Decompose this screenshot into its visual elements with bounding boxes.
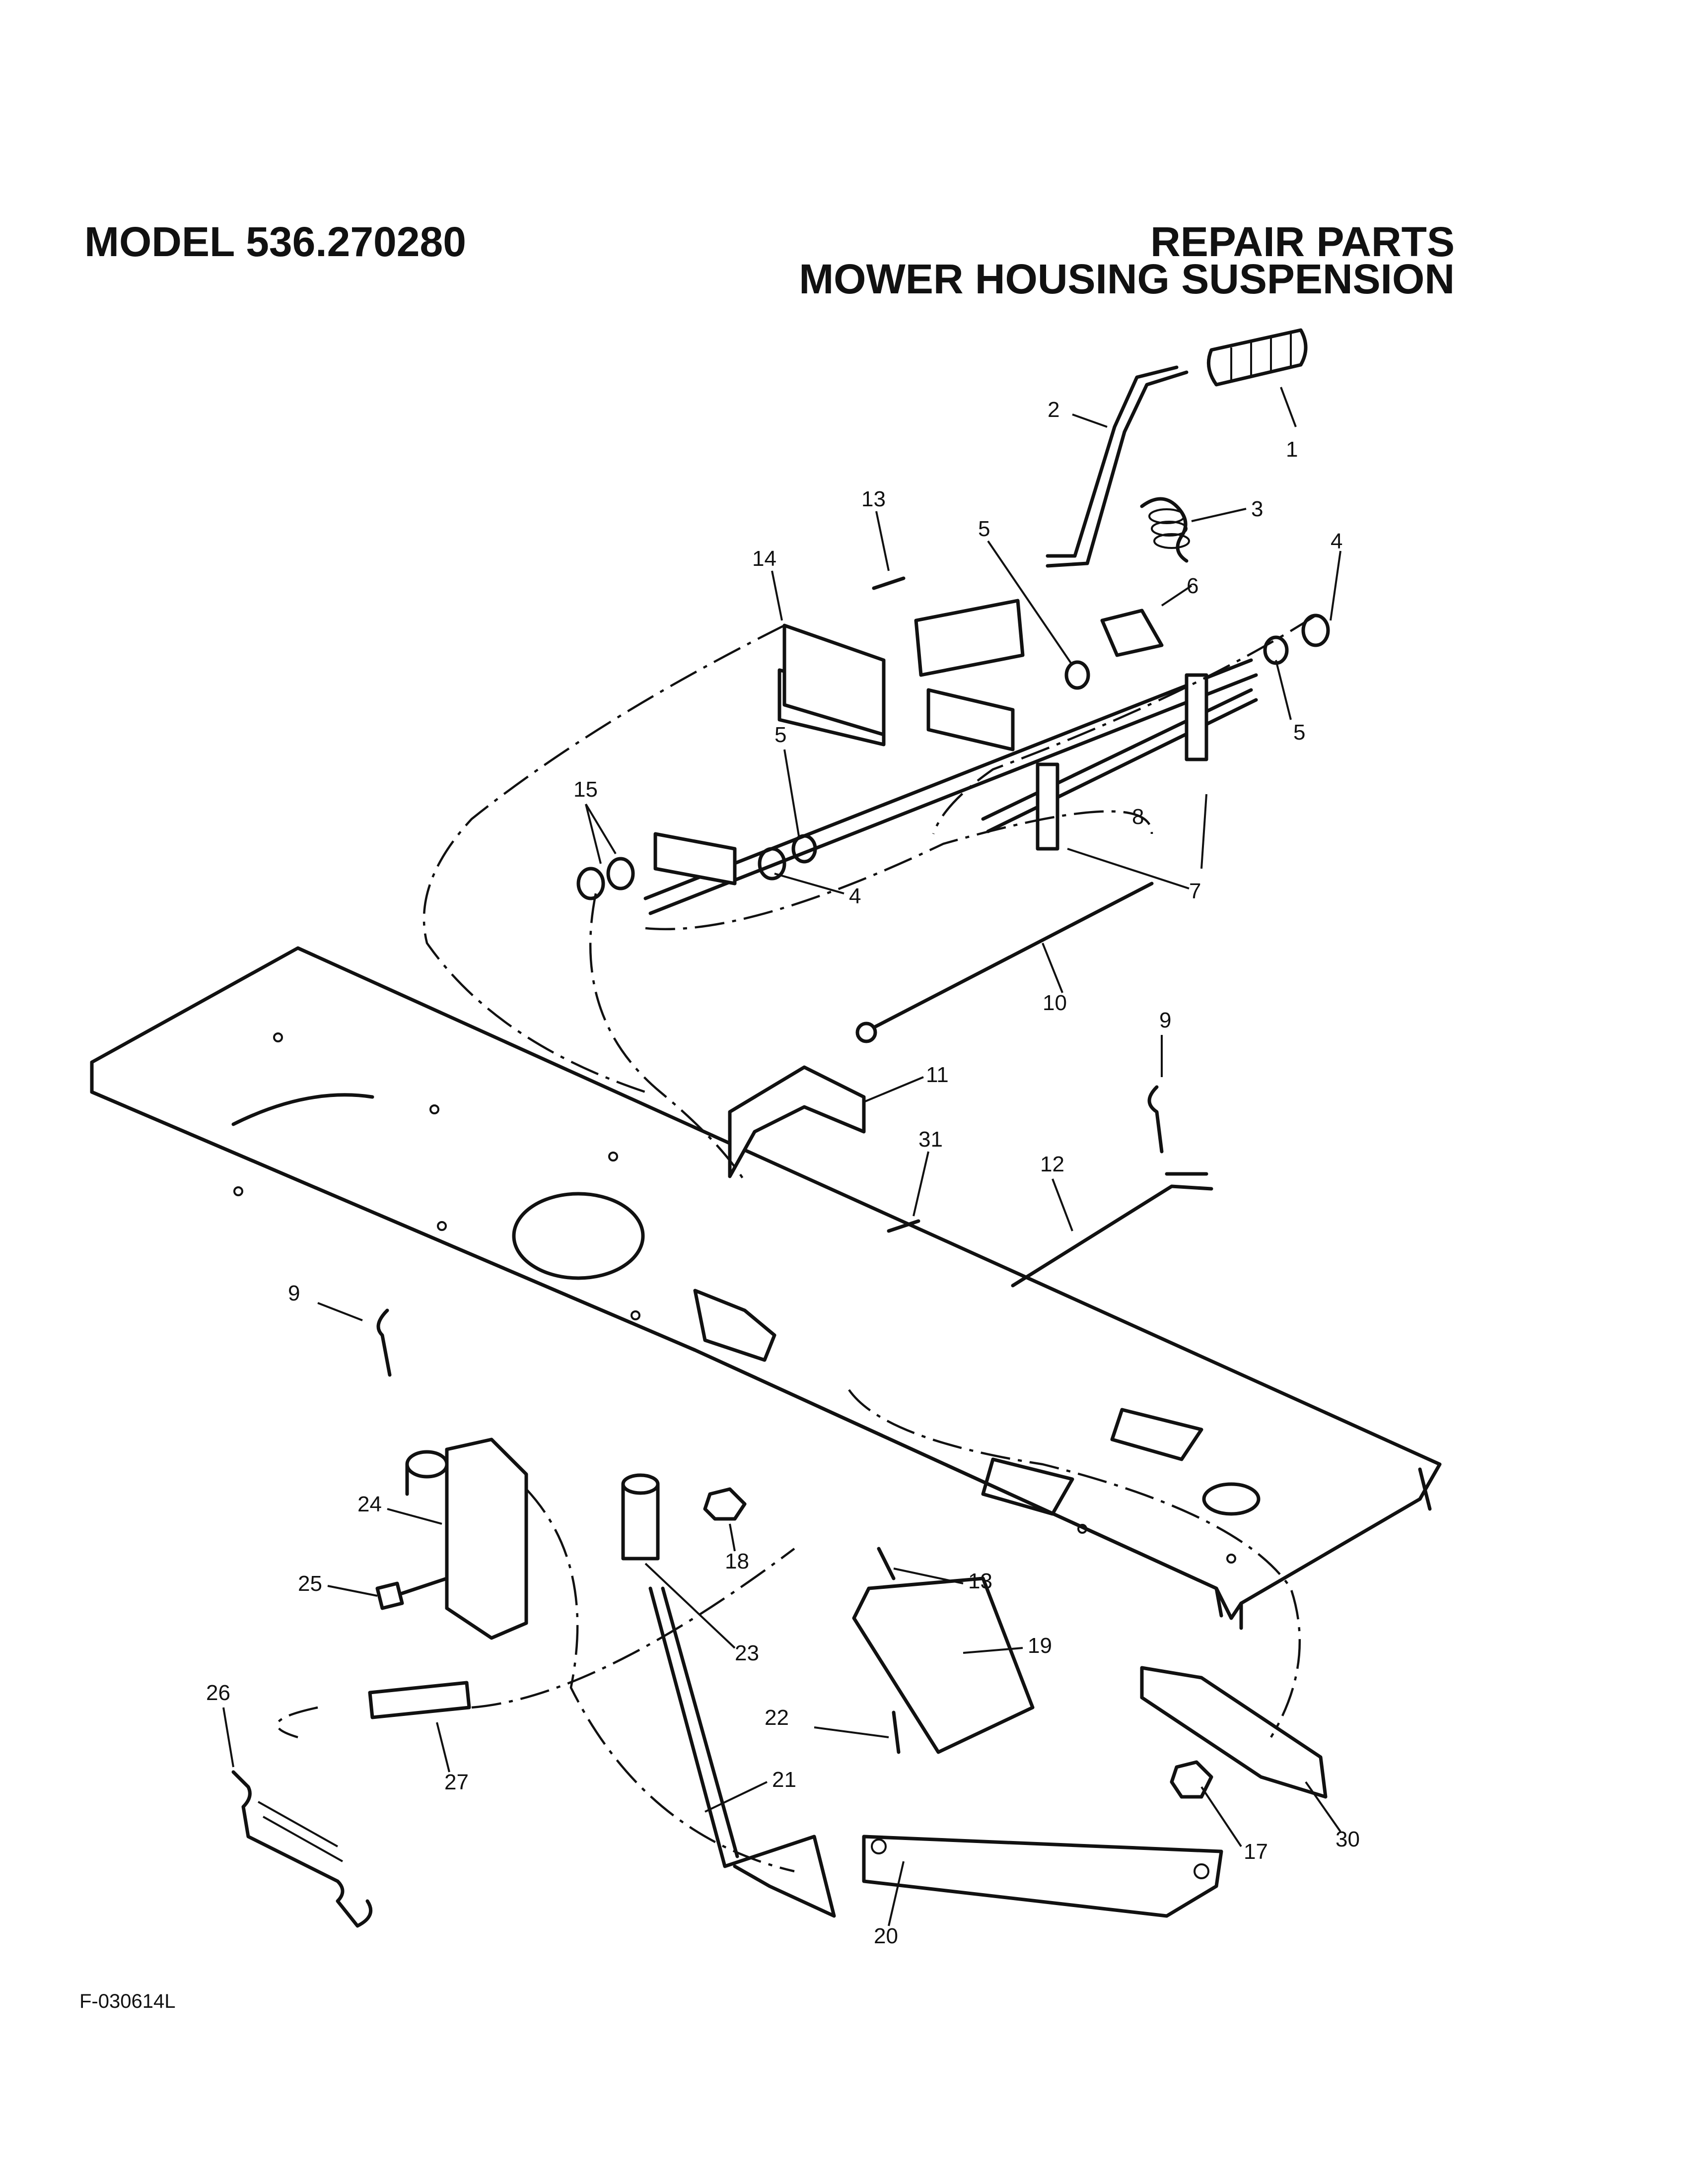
hair-pin-9-left bbox=[376, 1308, 392, 1377]
bracket-11 bbox=[728, 1065, 866, 1178]
hair-pin-9-right bbox=[1147, 1085, 1164, 1154]
callout-13-bottom: 13 bbox=[968, 1569, 992, 1593]
callout-7: 7 bbox=[1189, 879, 1201, 903]
spring-27 bbox=[368, 1681, 471, 1719]
callout-1: 1 bbox=[1286, 437, 1298, 462]
bushing-23 bbox=[621, 1473, 660, 1561]
callout-21: 21 bbox=[772, 1768, 796, 1792]
callout-26: 26 bbox=[206, 1681, 230, 1705]
callout-24: 24 bbox=[357, 1492, 382, 1516]
callout-5-right: 5 bbox=[1293, 720, 1305, 745]
spring-26 bbox=[231, 1770, 373, 1928]
callout-23: 23 bbox=[735, 1641, 759, 1665]
model-title: MODEL 536.270280 bbox=[84, 218, 466, 265]
bolt-25 bbox=[375, 1576, 449, 1610]
rod-10 bbox=[855, 882, 1154, 1043]
callout-13-top: 13 bbox=[861, 487, 886, 511]
plate-30 bbox=[1140, 1666, 1328, 1799]
callout-31: 31 bbox=[918, 1127, 943, 1152]
callout-11: 11 bbox=[926, 1063, 949, 1087]
callout-27: 27 bbox=[444, 1770, 469, 1794]
callout-10: 10 bbox=[1043, 991, 1067, 1015]
bolt-31 bbox=[887, 1219, 920, 1233]
frame-plate bbox=[90, 946, 1442, 1630]
section-title: MOWER HOUSING SUSPENSION bbox=[799, 256, 1455, 302]
callout-5-left: 5 bbox=[774, 723, 786, 747]
nut-18 bbox=[703, 1487, 747, 1521]
callout-12: 12 bbox=[1040, 1152, 1064, 1176]
callout-9-left: 9 bbox=[288, 1281, 300, 1305]
callout-17: 17 bbox=[1244, 1840, 1268, 1864]
bracket-6 bbox=[1100, 609, 1164, 657]
bar-20 bbox=[862, 1835, 1223, 1918]
callout-4-top: 4 bbox=[1331, 529, 1342, 553]
bolt-13-upper bbox=[872, 576, 906, 590]
callout-labels: 1 2 3 4 4 5 5 5 5 6 7 8 9 9 10 11 12 13 … bbox=[206, 398, 1360, 1948]
callout-6: 6 bbox=[1187, 574, 1198, 598]
lift-handle bbox=[1046, 365, 1189, 568]
bolt-22 bbox=[892, 1710, 901, 1754]
callout-4-bottom: 4 bbox=[849, 884, 861, 908]
callout-25: 25 bbox=[298, 1571, 322, 1596]
callout-22: 22 bbox=[765, 1706, 789, 1730]
callout-15: 15 bbox=[573, 777, 598, 802]
rod-21 bbox=[648, 1586, 836, 1918]
bolt-13-lower bbox=[877, 1547, 896, 1580]
bracket-24 bbox=[405, 1437, 528, 1640]
lift-spring bbox=[1140, 497, 1190, 563]
callout-14: 14 bbox=[752, 546, 776, 571]
rod-12 bbox=[1011, 1172, 1213, 1288]
lift-shaft bbox=[643, 599, 1258, 915]
callout-3: 3 bbox=[1251, 497, 1263, 521]
callout-2: 2 bbox=[1048, 398, 1059, 422]
callout-5-top: 5 bbox=[978, 517, 990, 541]
callout-8: 8 bbox=[1132, 805, 1144, 829]
page-title: REPAIR PARTS bbox=[1150, 218, 1455, 265]
bracket-14 bbox=[782, 623, 886, 737]
callout-19: 19 bbox=[1028, 1634, 1052, 1658]
callout-20: 20 bbox=[874, 1924, 898, 1948]
callout-9-right: 9 bbox=[1159, 1008, 1171, 1032]
assembly-lines bbox=[276, 614, 1317, 1873]
callout-18: 18 bbox=[725, 1549, 749, 1573]
leader-lines bbox=[222, 387, 1341, 1926]
figure-code: F-030614L bbox=[79, 1990, 176, 2012]
handle-grip bbox=[1206, 328, 1308, 387]
plate-19 bbox=[852, 1576, 1035, 1754]
